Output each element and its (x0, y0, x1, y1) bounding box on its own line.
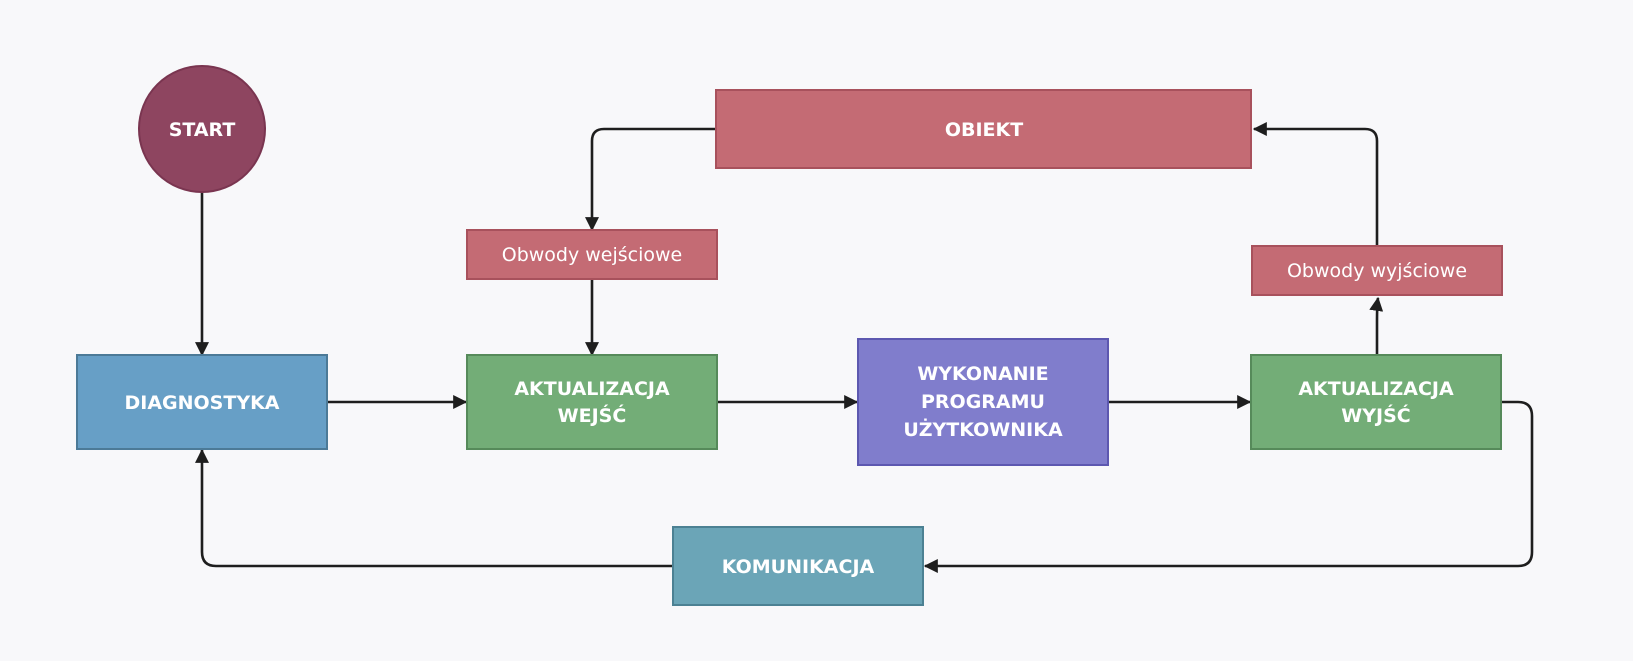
node-obiekt: OBIEKT (715, 89, 1252, 169)
aktualizacja-wyjsc-line-2: WYJŚĆ (1341, 403, 1410, 427)
diagnostyka-box (76, 354, 328, 450)
node-obwody-wejsciowe: Obwody wejściowe (466, 229, 718, 280)
wykonanie-programu-line-1: WYKONANIE (917, 363, 1048, 385)
aktualizacja-wejsc-line-2: WEJŚĆ (558, 403, 627, 427)
obwody-wyjsciowe-label: Obwody wyjściowe (1287, 260, 1467, 282)
node-aktualizacja-wyjsc: AKTUALIZACJA WYJŚĆ (1250, 354, 1502, 450)
edge-obiekt-obwody-wejsciowe (585, 127, 716, 232)
edges (195, 122, 1534, 573)
node-diagnostyka: DIAGNOSTYKA (76, 354, 328, 450)
node-start: START (138, 65, 266, 193)
wykonanie-programu-line-2: PROGRAMU (921, 391, 1045, 413)
start-circle (138, 65, 266, 193)
node-komunikacja: KOMUNIKACJA (672, 526, 924, 606)
edge-komunikacja-diagnostyka (195, 448, 673, 568)
komunikacja-label: KOMUNIKACJA (722, 556, 875, 578)
node-wykonanie-programu: WYKONANIE PROGRAMU UŻYTKOWNIKA (857, 338, 1109, 466)
aktualizacja-wejsc-line-1: AKTUALIZACJA (514, 378, 670, 400)
edge-obwody-wyjsciowe-obiekt (1252, 122, 1379, 246)
wykonanie-programu-box (857, 338, 1109, 466)
node-obwody-wyjsciowe: Obwody wyjściowe (1251, 245, 1503, 296)
aktualizacja-wyjsc-box (1250, 354, 1502, 450)
edge-aktualizacja-wyjsc-komunikacja (923, 400, 1534, 573)
aktualizacja-wejsc-box (466, 354, 718, 450)
node-aktualizacja-wejsc: AKTUALIZACJA WEJŚĆ (466, 354, 718, 450)
obwody-wejsciowe-label: Obwody wejściowe (502, 244, 683, 266)
start-label: START (169, 119, 236, 141)
obwody-wejsciowe-box (466, 229, 718, 280)
komunikacja-box (672, 526, 924, 606)
diagnostyka-label: DIAGNOSTYKA (124, 392, 279, 414)
obiekt-label: OBIEKT (945, 119, 1023, 141)
aktualizacja-wyjsc-line-1: AKTUALIZACJA (1298, 378, 1454, 400)
edge-aktualizacja-wyjsc-obwody-wyjsciowe (1369, 296, 1384, 355)
obiekt-box (715, 89, 1252, 169)
wykonanie-programu-line-3: UŻYTKOWNIKA (903, 417, 1063, 441)
obwody-wyjsciowe-box (1251, 245, 1503, 296)
